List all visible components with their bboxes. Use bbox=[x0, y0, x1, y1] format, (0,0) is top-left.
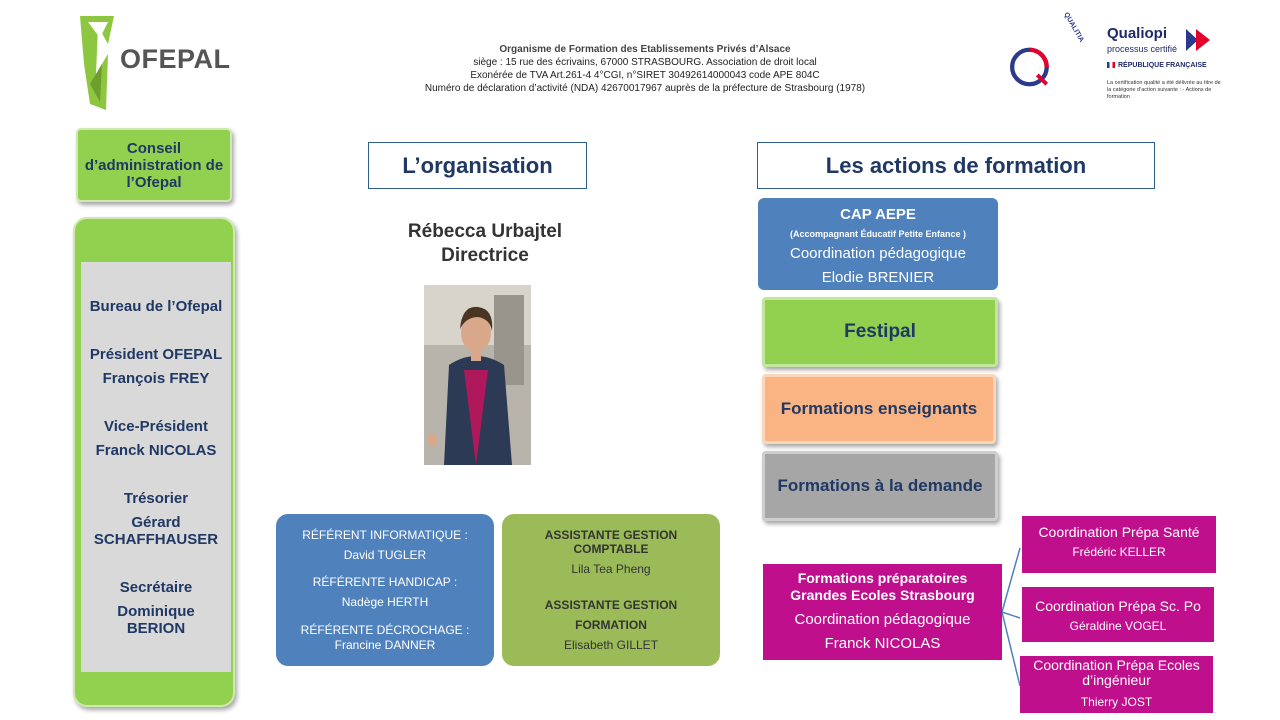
actions-title: Les actions de formation bbox=[757, 142, 1155, 189]
prepa-ingenieur-box: Coordination Prépa Ecoles d’ingénieur Th… bbox=[1020, 656, 1213, 713]
president-name: François FREY bbox=[102, 370, 210, 387]
prepa-sante-title: Coordination Prépa Santé bbox=[1038, 524, 1200, 540]
logo-text: OFEPAL bbox=[120, 44, 231, 74]
referent-name: Francine DANNER bbox=[334, 638, 436, 652]
vice-president-role: Vice-Président bbox=[104, 418, 208, 435]
prepa-title: Formations préparatoires bbox=[797, 570, 968, 586]
prepa-sante-box: Coordination Prépa Santé Frédéric KELLER bbox=[1022, 516, 1216, 573]
secretaire-role: Secrétaire bbox=[119, 579, 193, 596]
conseil-administration-box: Conseil d’administration de l’Ofepal bbox=[76, 128, 232, 202]
cap-coordinator-name: Elodie BRENIER bbox=[821, 269, 935, 286]
referent-role: RÉFÉRENTE DÉCROCHAGE : bbox=[300, 623, 470, 637]
festipal-box: Festipal bbox=[762, 297, 998, 367]
assistant-role: ASSISTANTE GESTION bbox=[544, 528, 678, 542]
organisation-info: Organisme de Formation des Etablissement… bbox=[395, 43, 895, 95]
secretaire-name: Dominique bbox=[117, 603, 195, 620]
cap-title: CAP AEPE bbox=[840, 206, 916, 223]
organisation-title: L’organisation bbox=[368, 142, 587, 189]
referents-box: RÉFÉRENT INFORMATIQUE : David TUGLER RÉF… bbox=[276, 514, 494, 666]
prepa-coordinator-name: Franck NICOLAS bbox=[824, 635, 941, 652]
republique-label: RÉPUBLIQUE FRANÇAISE bbox=[1118, 62, 1207, 69]
formations-enseignants-box: Formations enseignants bbox=[762, 374, 996, 444]
formations-demande-box: Formations à la demande bbox=[762, 451, 998, 521]
prepa-ingenieur-title: d’ingénieur bbox=[1082, 672, 1151, 688]
referent-name: Nadège HERTH bbox=[341, 595, 429, 609]
prepa-scpo-title: Coordination Prépa Sc. Po bbox=[1035, 598, 1201, 614]
qualiopi-arrow-icon bbox=[1186, 29, 1210, 51]
director-photo bbox=[424, 285, 531, 465]
prepa-ingenieur-title: Coordination Prépa Ecoles bbox=[1033, 657, 1200, 673]
ofepal-logo-icon bbox=[80, 16, 114, 110]
prepa-coordination: Coordination pédagogique bbox=[794, 611, 971, 628]
cap-subtitle: (Accompagnant Éducatif Petite Enfance ) bbox=[789, 229, 967, 239]
referent-role: RÉFÉRENT INFORMATIQUE : bbox=[302, 528, 468, 542]
connector-lines bbox=[1001, 547, 1021, 687]
tresorier-name: SCHAFFHAUSER bbox=[93, 531, 219, 548]
prepa-scpo-box: Coordination Prépa Sc. Po Géraldine VOGE… bbox=[1022, 587, 1214, 642]
director-name: Rébecca Urbajtel bbox=[407, 221, 563, 242]
info-line: Exonérée de TVA Art.261-4 4°CGI, n°SIRET… bbox=[470, 70, 820, 81]
prepa-title: Grandes Ecoles Strasbourg bbox=[790, 587, 975, 603]
info-line: siège : 15 rue des écrivains, 67000 STRA… bbox=[473, 57, 817, 68]
cap-coordination: Coordination pédagogique bbox=[790, 245, 966, 262]
info-line: Numéro de déclaration d’activité (NDA) 4… bbox=[424, 83, 866, 94]
director-role: Directrice bbox=[441, 245, 529, 266]
assistant-role: FORMATION bbox=[575, 618, 647, 632]
prepa-sante-name: Frédéric KELLER bbox=[1072, 545, 1166, 559]
info-line: Organisme de Formation des Etablissement… bbox=[499, 44, 791, 55]
prepa-ingenieur-name: Thierry JOST bbox=[1080, 695, 1153, 709]
qualiopi-note: La certification qualité a été délivrée … bbox=[1107, 80, 1221, 100]
vice-president-name: Franck NICOLAS bbox=[95, 442, 217, 459]
tresorier-name: Gérard bbox=[131, 514, 181, 531]
prepa-grandes-ecoles-box: Formations préparatoires Grandes Ecoles … bbox=[763, 564, 1002, 660]
secretaire-name: BERION bbox=[126, 620, 186, 637]
qualitia-certification-icon bbox=[1010, 47, 1049, 87]
bureau-panel bbox=[81, 262, 231, 672]
tresorier-role: Trésorier bbox=[123, 490, 189, 507]
assistant-name: Elisabeth GILLET bbox=[563, 638, 659, 652]
assistant-role: COMPTABLE bbox=[573, 542, 649, 556]
bureau-title: Bureau de l’Ofepal bbox=[89, 298, 223, 315]
cap-aepe-box: CAP AEPE (Accompagnant Éducatif Petite E… bbox=[758, 198, 998, 290]
prepa-scpo-name: Géraldine VOGEL bbox=[1069, 619, 1167, 633]
assistant-name: Lila Tea Pheng bbox=[571, 562, 651, 576]
assistant-role: ASSISTANTE GESTION bbox=[544, 598, 678, 612]
president-role: Président OFEPAL bbox=[89, 346, 223, 363]
director: Rébecca Urbajtel Directrice bbox=[370, 220, 600, 268]
french-flag-icon bbox=[1107, 62, 1115, 68]
qualiopi-subtitle: processus certifié bbox=[1107, 44, 1178, 54]
qualiopi-title: Qualiopi bbox=[1107, 25, 1167, 42]
assistants-box: ASSISTANTE GESTION COMPTABLE Lila Tea Ph… bbox=[502, 514, 720, 666]
referent-name: David TUGLER bbox=[343, 548, 427, 562]
referent-role: RÉFÉRENTE HANDICAP : bbox=[312, 575, 458, 589]
